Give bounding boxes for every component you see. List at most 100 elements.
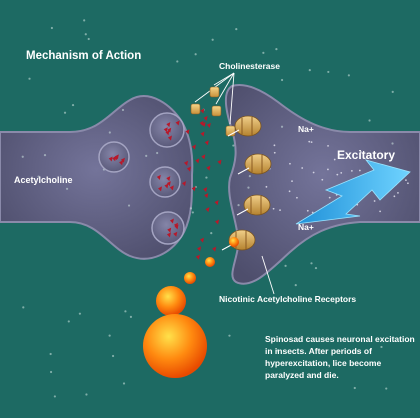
background-particle: [87, 37, 90, 41]
background-particle: [71, 103, 75, 107]
background-particle: [385, 387, 388, 390]
sodium-ion-dot: [379, 210, 381, 213]
cholinesterase-leader-line: [215, 72, 235, 105]
acetylcholine-molecule: [206, 122, 211, 128]
sodium-ion-dot: [321, 178, 324, 181]
receptor-binding-arrow: [227, 129, 240, 137]
spinosad-molecule: [143, 314, 207, 378]
acetylcholine-molecule: [166, 122, 171, 128]
sodium-ion-dot: [407, 182, 409, 185]
acetylcholine-molecule: [204, 140, 209, 146]
background-particle: [232, 144, 235, 147]
spinosad-particle: [229, 237, 239, 247]
receptor-leader-line: [261, 255, 275, 295]
background-particle: [347, 74, 350, 77]
background-particle: [83, 19, 86, 22]
acetylcholine-molecule: [175, 120, 180, 126]
synaptic-vesicle: [98, 141, 130, 173]
acetylcholine-molecule: [195, 254, 200, 260]
sodium-ion-label-lower: Na+: [298, 222, 314, 232]
background-particle: [189, 207, 193, 210]
background-particle: [191, 211, 194, 214]
sodium-ion-dot: [362, 152, 365, 155]
acetylcholine-molecule: [215, 219, 220, 225]
synaptic-vesicle: [149, 166, 181, 198]
spinosad-particle: [205, 257, 215, 267]
postsynaptic-neuron: [225, 84, 420, 285]
acetylcholine-molecule: [206, 165, 211, 171]
sodium-ion-dot: [310, 141, 313, 144]
background-particle: [247, 186, 250, 189]
nicotinic-receptor: [234, 115, 262, 137]
excitatory-label: Excitatory: [337, 148, 396, 162]
cholinesterase-leader-line: [229, 72, 235, 125]
sodium-ion-dot: [385, 153, 388, 155]
background-particle: [248, 175, 251, 178]
background-particle: [21, 155, 24, 158]
sodium-ion-dot: [350, 169, 353, 172]
sodium-ion-dot: [336, 173, 339, 176]
presynaptic-neuron: [0, 95, 194, 260]
diagram-title: Mechanism of Action: [26, 50, 142, 62]
acetylcholine-molecule: [203, 115, 208, 121]
background-particle: [210, 232, 213, 235]
background-particle: [65, 187, 69, 190]
background-particle: [49, 352, 52, 356]
acetylcholine-molecule: [203, 187, 208, 193]
background-particle: [327, 70, 330, 74]
background-particle: [37, 175, 40, 178]
acetylcholine-molecule: [191, 186, 196, 192]
sodium-ion-dot: [288, 190, 291, 193]
background-particle: [391, 90, 394, 93]
background-particle: [84, 33, 87, 36]
background-particle: [280, 78, 284, 82]
acetylcholine-molecule: [167, 135, 172, 141]
background-particle: [211, 38, 214, 41]
background-particle: [380, 345, 383, 349]
background-particle: [262, 51, 265, 54]
background-particle: [108, 131, 111, 134]
sodium-ion-dot: [358, 169, 361, 172]
acetylcholine-molecule: [201, 154, 206, 160]
acetylcholine-molecule: [191, 144, 196, 150]
background-particle: [108, 334, 111, 337]
decor-layer: [21, 19, 411, 398]
sodium-ion-label-upper: Na+: [298, 124, 314, 134]
acetylcholine-molecule: [173, 231, 178, 237]
background-particle: [235, 28, 238, 31]
acetylcholine-molecule: [199, 237, 204, 243]
background-particle: [50, 26, 54, 30]
acetylcholine-molecule: [205, 207, 210, 213]
acetylcholine-molecule: [167, 127, 172, 133]
background-particle: [284, 264, 287, 267]
acetylcholine-molecule: [195, 158, 200, 164]
background-particle: [129, 315, 133, 318]
sodium-ion-dot: [273, 144, 276, 147]
background-particle: [194, 53, 197, 56]
acetylcholine-molecule: [214, 200, 219, 206]
background-particle: [28, 77, 31, 80]
cholinesterase-label: Cholinesterase: [219, 61, 280, 71]
background-particle: [43, 154, 47, 157]
background-particle: [49, 370, 53, 374]
background-particle: [145, 154, 148, 157]
acetylcholine-molecule: [184, 160, 189, 166]
acetylcholine-molecule: [186, 166, 191, 172]
background-particle: [205, 176, 208, 179]
acetylcholine-molecule: [185, 129, 190, 135]
background-particle: [310, 262, 313, 265]
background-particle: [228, 334, 231, 337]
background-particle: [156, 151, 159, 155]
sodium-ion-dot: [373, 200, 376, 202]
acetylcholine-molecule: [166, 181, 171, 187]
acetylcholine-molecule: [204, 193, 209, 199]
background-particle: [53, 395, 56, 398]
spinosad-particle: [184, 272, 196, 284]
acetylcholine-molecule: [169, 218, 174, 224]
sodium-ion-dot: [327, 168, 329, 171]
background-particle: [391, 142, 394, 145]
sodium-ion-dot: [289, 162, 291, 165]
acetylcholine-molecule: [163, 127, 168, 133]
sodium-ion-dot: [273, 151, 276, 154]
